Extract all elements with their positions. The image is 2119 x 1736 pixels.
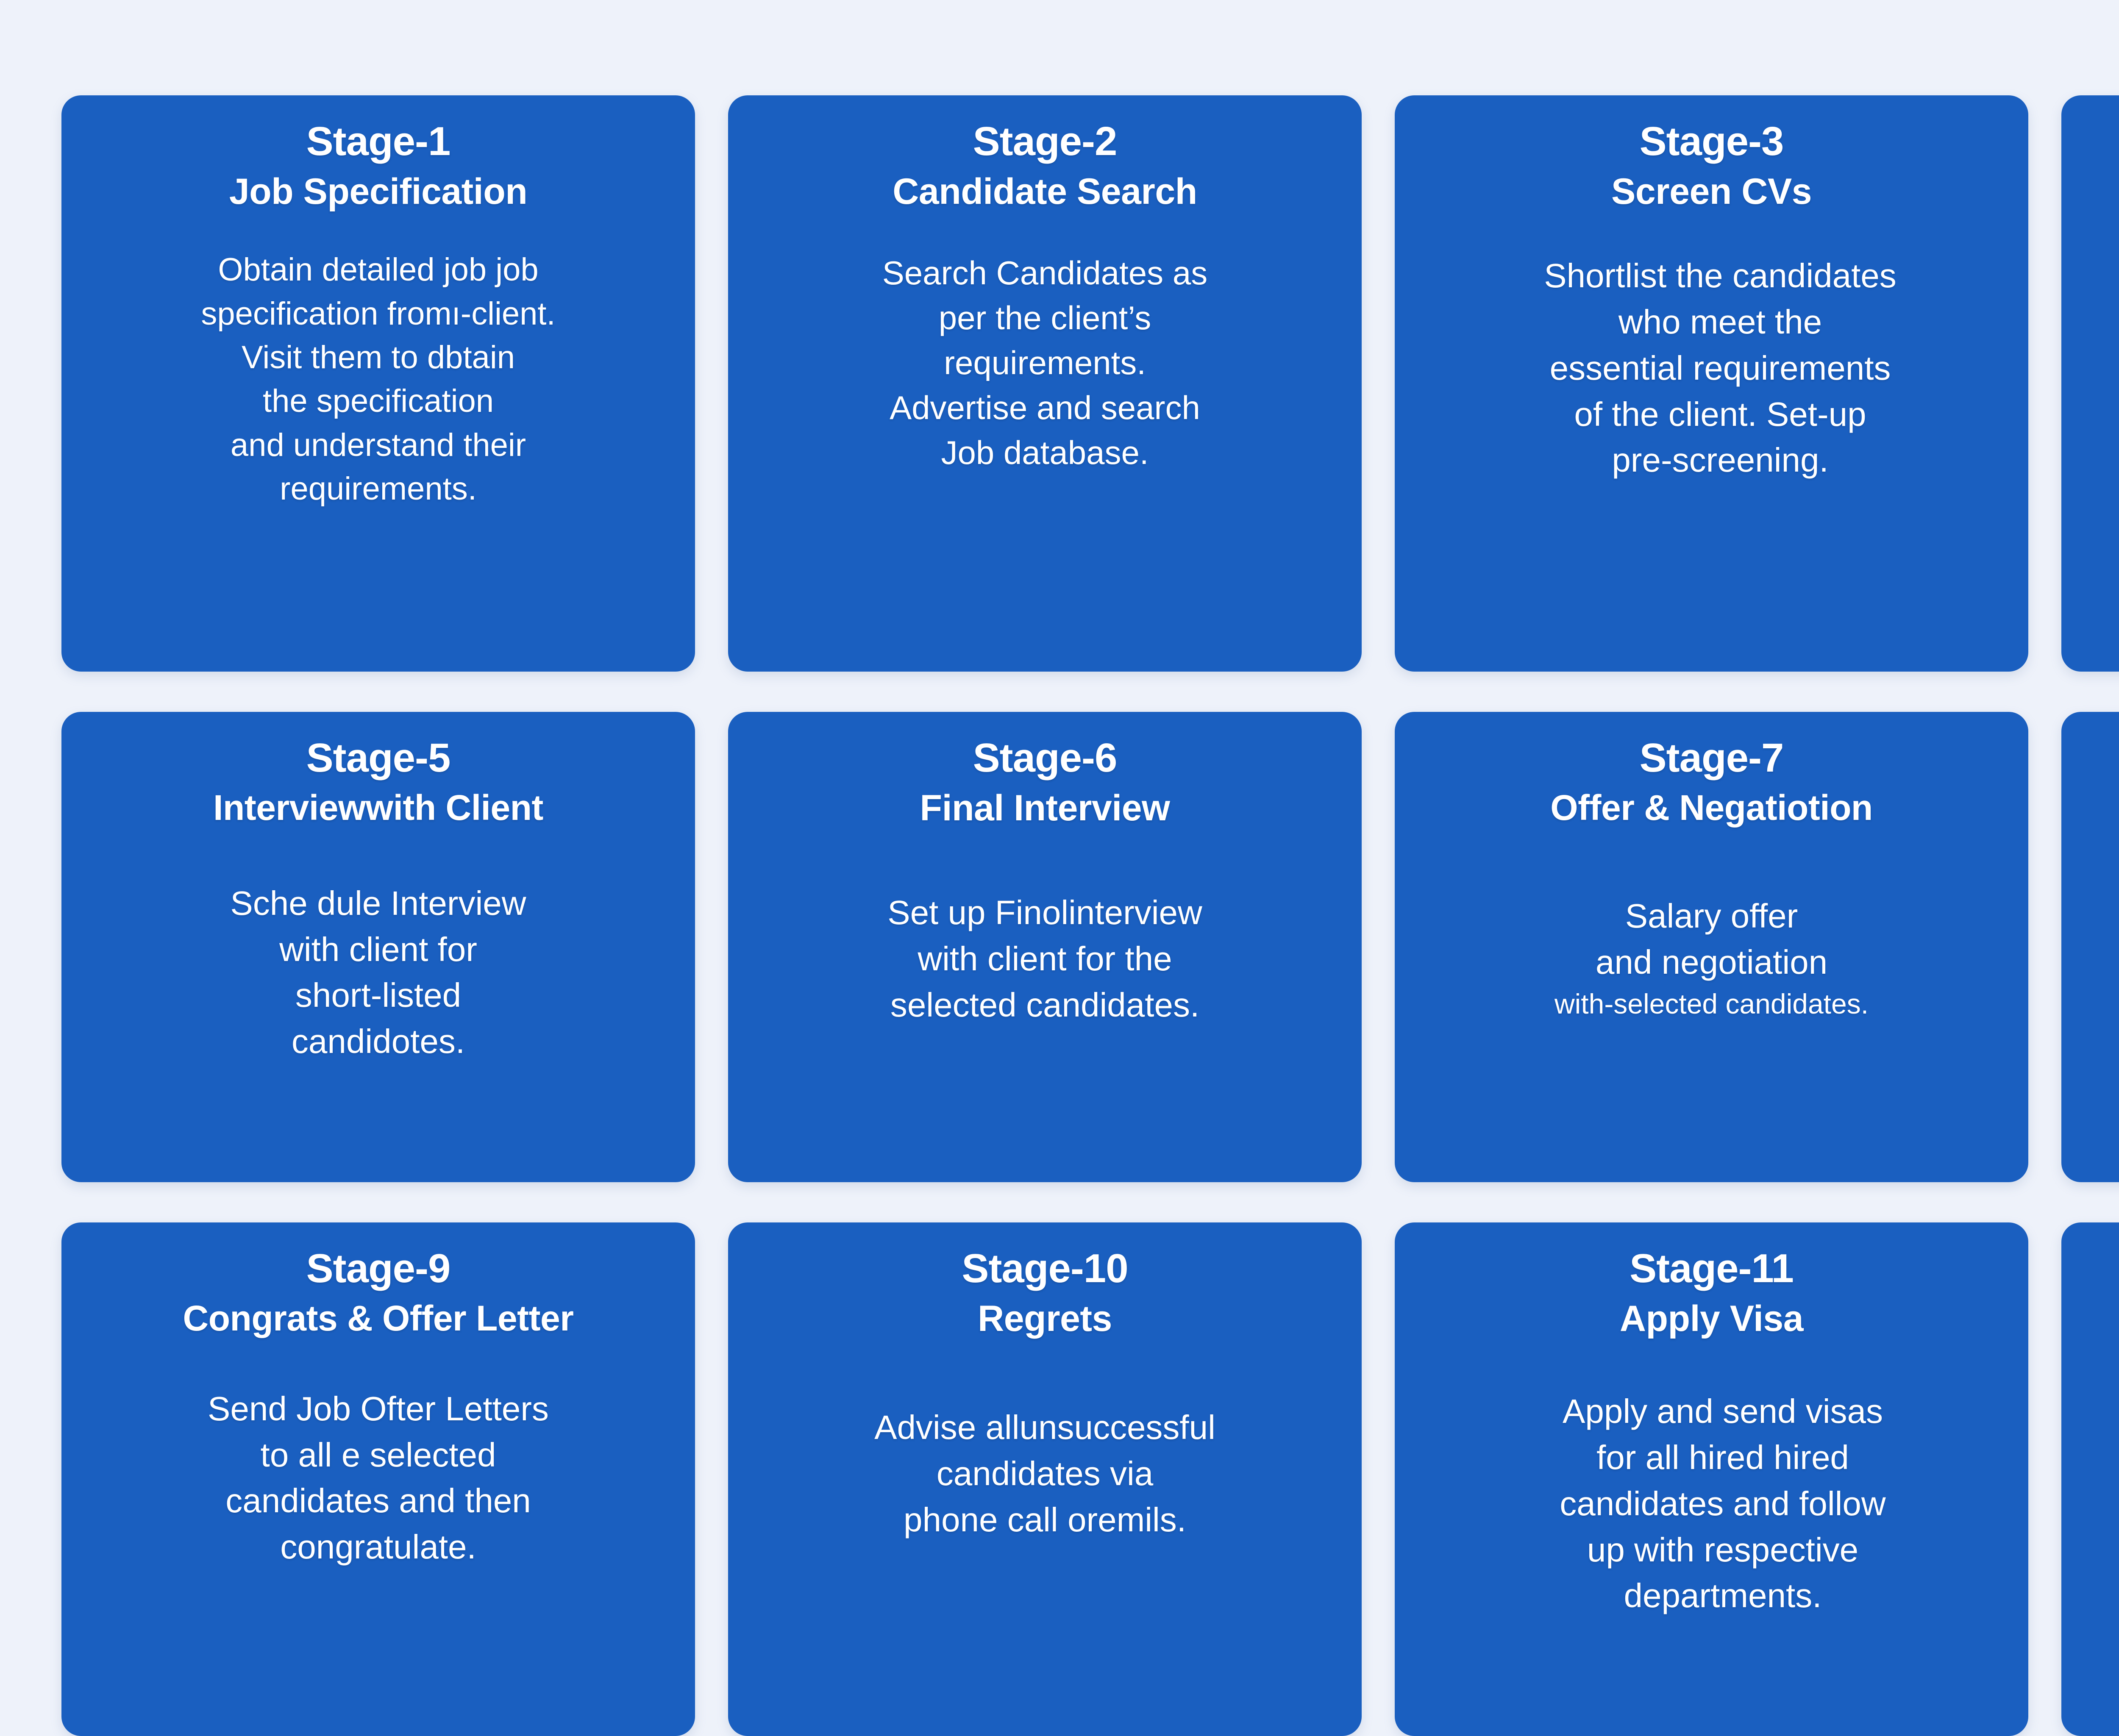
stage-description: Set up Finolinterview with client for th… xyxy=(887,894,1202,1024)
stage-description: Search Candidates as per the client’s re… xyxy=(882,254,1208,472)
stage-card[interactable]: Stage-11 Apply Visa Apply and send visas… xyxy=(1395,1222,2028,1736)
stage-description: Pre-screening through telephone/video co… xyxy=(2063,252,2119,529)
stage-card[interactable]: Stage-10 Regrets Advise allunsuccessful … xyxy=(728,1222,1362,1736)
stage-title: Interviewwith Client xyxy=(213,788,543,828)
stage-description: Salary offer and negotiation xyxy=(1595,897,1828,981)
stage-number: Stage-3 xyxy=(1639,119,1784,164)
stage-number: Stage-5 xyxy=(306,735,451,781)
stage-description-sub: with-selected candidates. xyxy=(1554,988,1869,1020)
stage-number: Stage-10 xyxy=(962,1246,1128,1291)
stage-number: Stage-4 xyxy=(2072,117,2119,165)
stage-number: Stage-6 xyxy=(973,735,1118,781)
stage-title: Apply Visa xyxy=(1619,1298,1804,1339)
stage-title: Visa Processing xyxy=(2072,1297,2119,1341)
stage-number: Stage-7 xyxy=(1639,735,1784,781)
stage-card[interactable]: Stage-8 Client Approval Get official app… xyxy=(2061,712,2119,1182)
stage-number: Stage-12 xyxy=(2072,1244,2119,1292)
stage-title: Offer & Negatiotion xyxy=(1550,788,1873,828)
stage-number: Stage-9 xyxy=(306,1246,451,1291)
stage-title: Client Approval xyxy=(2072,786,2119,831)
stage-description: Get official approval from all the hired… xyxy=(2082,881,2119,1066)
stage-title: Job Specification xyxy=(229,171,528,212)
stage-card[interactable]: Stage-4 Pre-Screening Pre-screening thro… xyxy=(2061,95,2119,672)
stage-card[interactable]: Stage-7 Offer & Negatiotion Salary offer… xyxy=(1395,712,2028,1182)
stage-card-grid: Stage-1 Job Specification Obtain detaile… xyxy=(61,95,2119,1736)
stage-card[interactable]: Stage-5 Interviewwith Client Sche dule I… xyxy=(61,712,695,1182)
stage-description: Obtain detailed job job specification fr… xyxy=(201,252,556,507)
stage-card[interactable]: Stage-12 Visa Processing Advise all sele… xyxy=(2061,1222,2119,1736)
stage-title: Regrets xyxy=(978,1298,1112,1339)
stage-card[interactable]: Stage-6 Final Interview Set up Finolinte… xyxy=(728,712,1362,1182)
stage-description: Sche dule Interview with client for shor… xyxy=(230,884,526,1061)
stage-description: Apply and send visas for all hired hired… xyxy=(1560,1392,1886,1615)
stage-description: Send Job Ofter Letters to all e selected… xyxy=(208,1389,549,1566)
stage-card[interactable]: Stage-9 Congrats & Offer Letter Send Job… xyxy=(61,1222,695,1736)
stage-card[interactable]: Stage-2 Candidate Search Search Candidat… xyxy=(728,95,1362,672)
stage-card[interactable]: Stage-1 Job Specification Obtain detaile… xyxy=(61,95,695,672)
stage-title: Final Interview xyxy=(920,788,1170,829)
stage-description: Advise allunsuccessful candidates via ph… xyxy=(874,1408,1215,1539)
stage-number: Stage-8 xyxy=(2072,734,2119,782)
stage-card[interactable]: Stage-3 Screen CVs Shortlist the candida… xyxy=(1395,95,2028,672)
stage-number: Stage-2 xyxy=(973,119,1118,164)
stage-title: Pre-Screening xyxy=(2072,169,2119,213)
stage-title: Congrats & Offer Letter xyxy=(183,1298,574,1339)
stage-title: Candidate Search xyxy=(893,171,1197,212)
stage-title: Screen CVs xyxy=(1611,171,1812,212)
stage-description: Shortlist the candidates who meet the es… xyxy=(1544,257,1897,479)
stage-number: Stage-11 xyxy=(1630,1246,1794,1291)
stage-number: Stage-1 xyxy=(306,119,451,164)
stage-description: Advise all selected candidates about the… xyxy=(2067,1387,2119,1617)
